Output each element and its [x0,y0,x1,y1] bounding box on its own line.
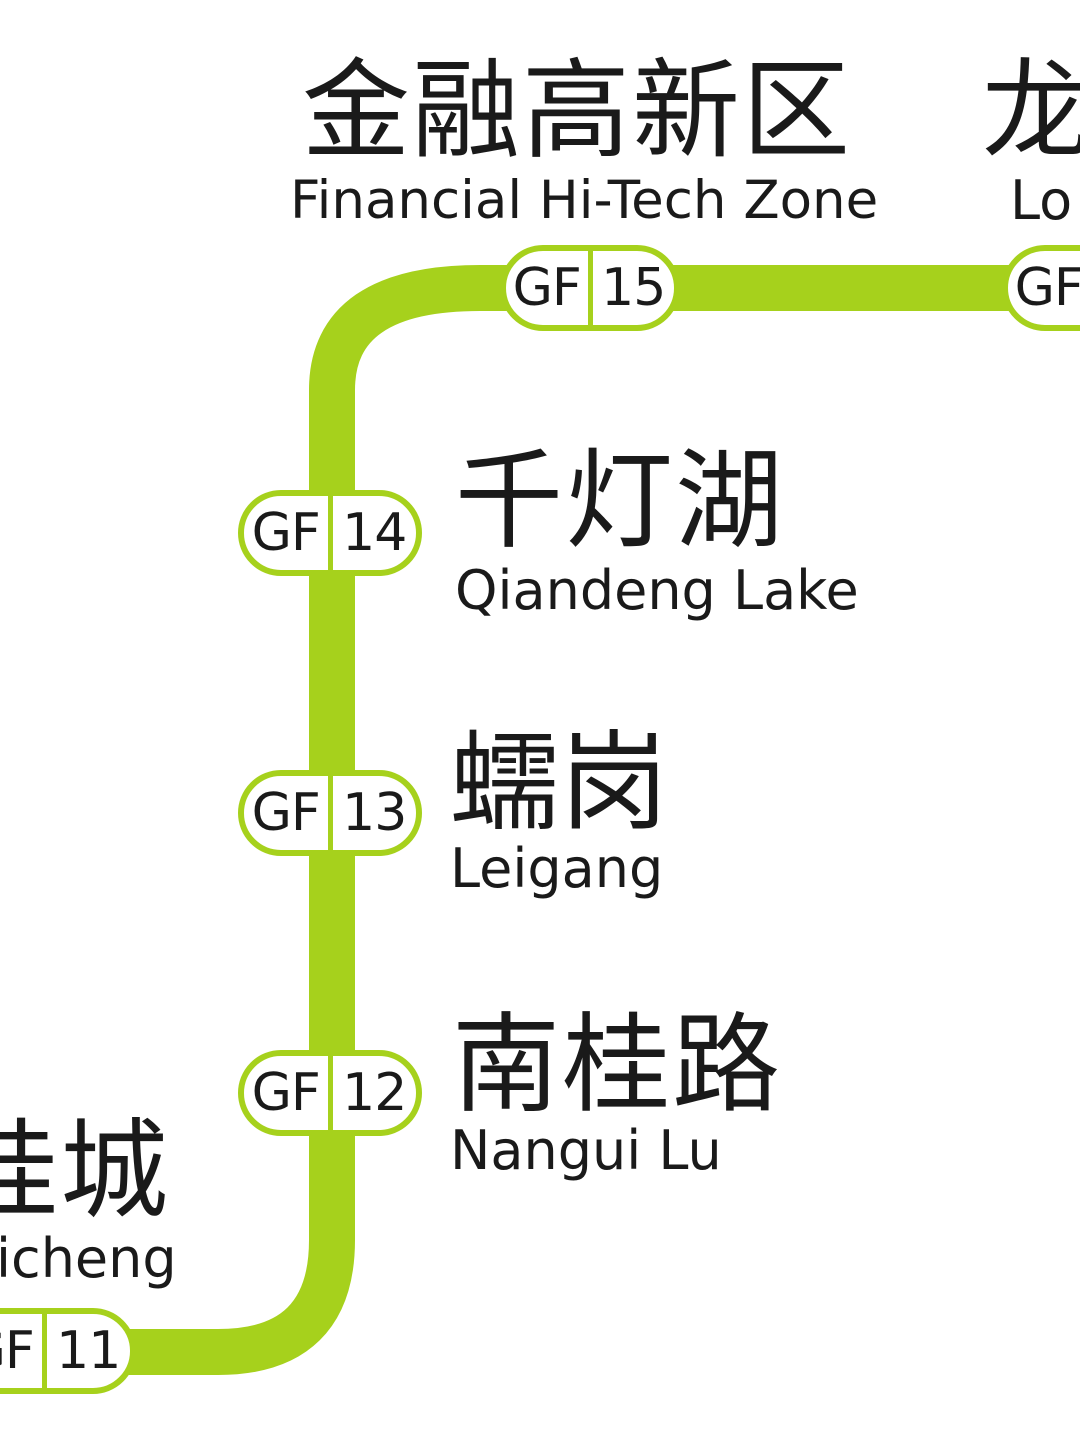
station-badge-gf11[interactable]: GF 11 [0,1308,136,1394]
badge-divider [327,496,333,570]
station-name-zh-next: 龙 [982,49,1080,174]
badge-divider [587,251,593,325]
station-name-en-gf12: Nangui Lu [450,1119,722,1182]
station-name-en-gf11: icheng [0,1227,177,1290]
badge-prefix: GF [1014,258,1080,318]
station-name-en-gf15: Financial Hi-Tech Zone [290,170,879,231]
badge-prefix: GF [0,1321,35,1381]
badge-prefix: GF [251,1063,321,1123]
station-name-zh-gf11: 桂城 [0,1109,171,1234]
station-badge-next[interactable]: GF [1002,245,1080,331]
badge-number: 14 [342,503,407,563]
badge-divider [327,776,333,850]
station-name-zh-gf15: 金融高新区 [302,49,853,174]
station-badge-gf14[interactable]: GF 14 [238,490,422,576]
station-name-zh-gf12: 南桂路 [452,1003,783,1128]
badge-prefix: GF [251,503,321,563]
badge-number: 13 [342,783,407,843]
badge-divider [41,1314,47,1388]
station-badge-gf13[interactable]: GF 13 [238,770,422,856]
badge-divider [327,1056,333,1130]
station-badge-gf12[interactable]: GF 12 [238,1050,422,1136]
station-name-en-gf13: Leigang [450,837,664,900]
badge-number: 11 [56,1321,121,1381]
badge-number: 15 [601,258,666,318]
station-name-zh-gf14: 千灯湖 [455,439,786,564]
badge-prefix: GF [512,258,582,318]
station-badge-gf15[interactable]: GF 15 [500,245,680,331]
station-name-en-next: Lo [1010,169,1073,232]
badge-number: 12 [342,1063,407,1123]
badge-prefix: GF [251,783,321,843]
station-name-zh-gf13: 蠕岗 [450,721,671,846]
route-path [60,265,1080,1375]
station-name-en-gf14: Qiandeng Lake [455,559,859,622]
